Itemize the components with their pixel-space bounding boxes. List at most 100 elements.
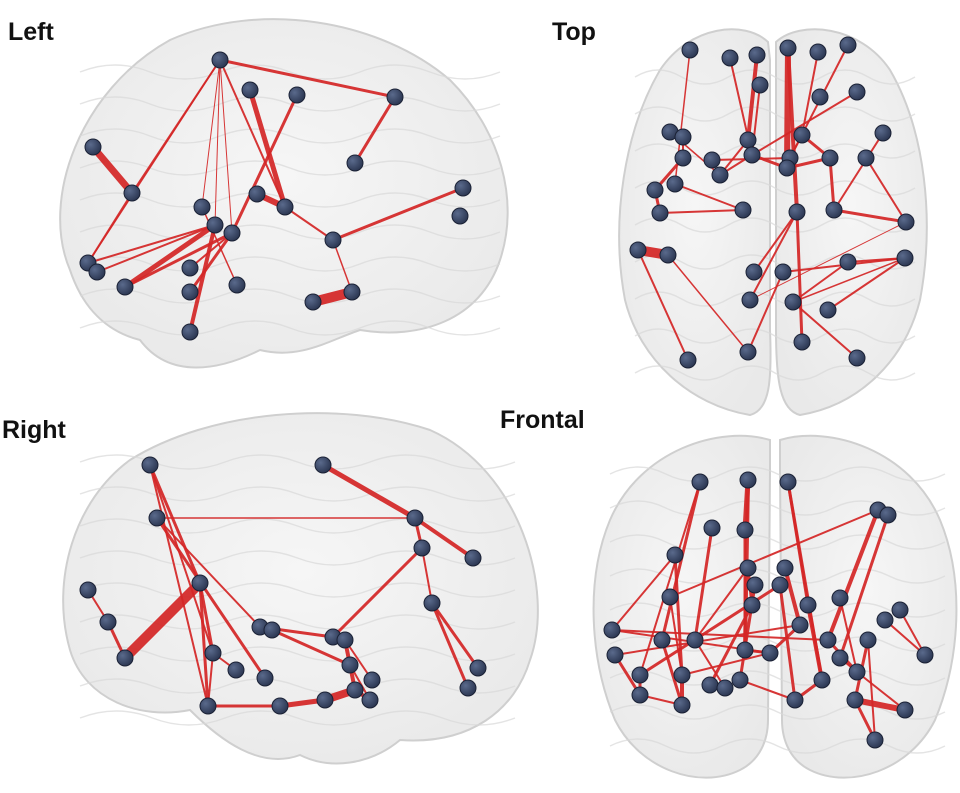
node-top-4 — [809, 43, 827, 61]
node-frontal-2 — [779, 473, 797, 491]
node-right-21 — [459, 679, 477, 697]
node-top-32 — [774, 263, 792, 281]
node-right-16 — [227, 661, 245, 679]
node-left-9 — [248, 185, 266, 203]
node-top-10 — [674, 128, 692, 146]
edge-frontal-16 — [778, 583, 797, 702]
node-frontal-21 — [819, 631, 837, 649]
node-frontal-30 — [673, 666, 691, 684]
brain-view-left — [59, 18, 509, 369]
edge-frontal-31 — [681, 652, 771, 676]
edge-right-18 — [270, 628, 352, 667]
node-left-6 — [346, 154, 364, 172]
node-top-23 — [778, 159, 796, 177]
edge-frontal-11 — [611, 554, 676, 631]
node-frontal-10 — [746, 576, 764, 594]
edge-top-8 — [751, 91, 858, 156]
edge-frontal-14 — [783, 566, 802, 627]
node-frontal-37 — [716, 679, 734, 697]
node-frontal-17 — [603, 621, 621, 639]
node-top-31 — [745, 263, 763, 281]
node-right-15 — [204, 644, 222, 662]
node-frontal-15 — [831, 589, 849, 607]
edge-top-27 — [795, 210, 804, 344]
edge-left-20 — [188, 231, 234, 294]
node-frontal-7 — [666, 546, 684, 564]
node-frontal-9 — [776, 559, 794, 577]
edge-top-23 — [753, 211, 798, 273]
node-top-30 — [659, 246, 677, 264]
node-top-26 — [788, 203, 806, 221]
edge-left-14 — [331, 186, 465, 242]
edge-right-27 — [421, 547, 433, 604]
node-left-13 — [223, 224, 241, 242]
edge-right-4 — [156, 517, 261, 628]
node-frontal-18 — [653, 631, 671, 649]
node-left-1 — [386, 88, 404, 106]
edge-right-6 — [413, 516, 475, 560]
edge-left-15 — [332, 239, 353, 293]
node-right-17 — [256, 669, 274, 687]
node-left-11 — [193, 198, 211, 216]
node-frontal-27 — [831, 649, 849, 667]
brain-outline-top-0 — [618, 28, 772, 417]
node-right-26 — [361, 691, 379, 709]
edge-frontal-19 — [806, 603, 824, 682]
nodes-left — [79, 51, 472, 341]
node-top-27 — [825, 201, 843, 219]
node-frontal-25 — [736, 641, 754, 659]
node-top-41 — [848, 349, 866, 367]
node-right-24 — [316, 691, 334, 709]
node-frontal-39 — [846, 691, 864, 709]
edge-top-14 — [674, 183, 744, 211]
edge-right-15 — [430, 601, 480, 670]
node-frontal-36 — [673, 696, 691, 714]
node-top-18 — [821, 149, 839, 167]
node-frontal-5 — [703, 519, 721, 537]
edge-top-17 — [828, 156, 836, 212]
node-right-6 — [79, 581, 97, 599]
edge-frontal-21 — [899, 609, 926, 656]
node-right-14 — [116, 649, 134, 667]
node-frontal-6 — [736, 521, 754, 539]
node-top-13 — [874, 124, 892, 142]
view-label-left: Left — [8, 18, 54, 46]
node-frontal-26 — [761, 644, 779, 662]
node-top-3 — [779, 39, 797, 57]
node-top-20 — [646, 181, 664, 199]
node-frontal-23 — [876, 611, 894, 629]
edge-frontal-1 — [639, 481, 701, 676]
edge-left-16 — [87, 224, 216, 264]
node-top-36 — [784, 293, 802, 311]
node-frontal-13 — [743, 596, 761, 614]
node-top-33 — [839, 253, 857, 271]
edge-left-3 — [201, 59, 221, 208]
node-top-14 — [674, 149, 692, 167]
node-right-8 — [99, 613, 117, 631]
node-top-28 — [897, 213, 915, 231]
node-left-5 — [123, 184, 141, 202]
node-top-22 — [711, 166, 729, 184]
node-frontal-38 — [786, 691, 804, 709]
edge-top-5 — [801, 51, 819, 136]
brain-outline-top-1 — [775, 28, 928, 417]
edge-frontal-17 — [669, 596, 683, 676]
brain-outline-right-0 — [62, 412, 539, 765]
node-frontal-40 — [896, 701, 914, 719]
edge-frontal-22 — [611, 629, 829, 641]
edge-left-7 — [247, 87, 288, 210]
node-top-12 — [793, 126, 811, 144]
node-top-35 — [741, 291, 759, 309]
edge-left-4 — [214, 59, 221, 226]
node-top-2 — [748, 46, 766, 64]
node-left-3 — [241, 81, 259, 99]
edge-frontal-23 — [660, 638, 684, 707]
node-top-40 — [739, 343, 757, 361]
edge-left-9 — [353, 95, 397, 165]
node-frontal-24 — [606, 646, 624, 664]
edge-right-3 — [155, 516, 267, 680]
node-top-25 — [734, 201, 752, 219]
node-frontal-22 — [859, 631, 877, 649]
node-top-0 — [681, 41, 699, 59]
view-label-right: Right — [2, 416, 66, 444]
